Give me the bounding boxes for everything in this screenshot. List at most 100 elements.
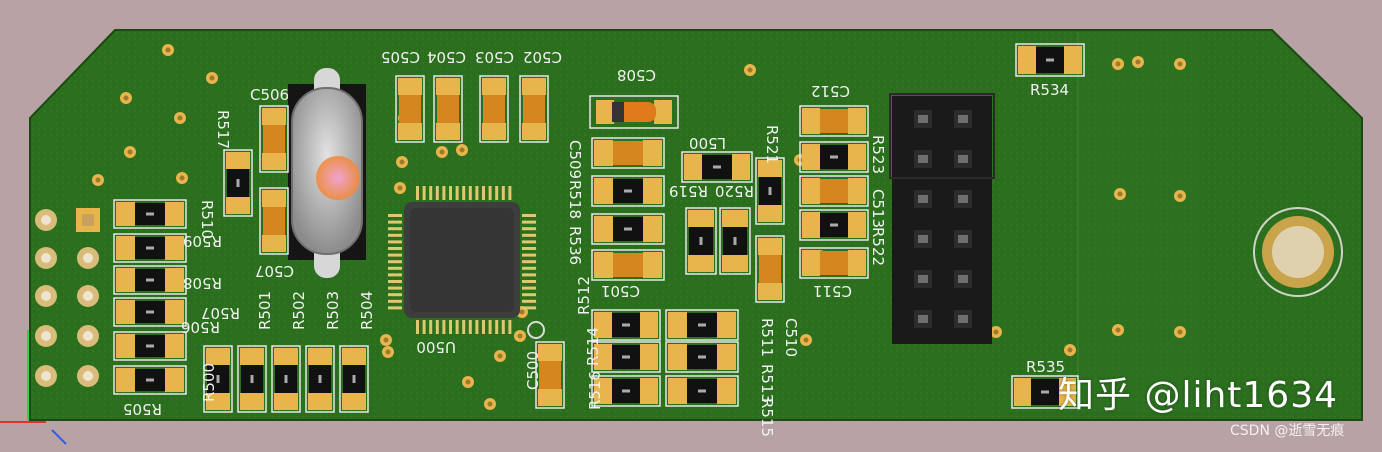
label-r520: R520	[715, 182, 754, 200]
chip-u500	[388, 186, 545, 339]
resistor	[755, 157, 785, 225]
label-r515: R515	[758, 398, 776, 437]
right-component-group	[799, 43, 1085, 409]
label-r503: R503	[324, 291, 342, 330]
label-r516: R516	[586, 371, 604, 410]
resistor-r534	[1015, 43, 1085, 77]
resistor	[339, 345, 369, 413]
label-c513: C513	[869, 189, 887, 228]
resistor	[237, 345, 267, 413]
capacitor	[799, 175, 869, 207]
resistor	[113, 265, 187, 295]
label-c510: C510	[782, 318, 800, 357]
label-r536: R536	[566, 226, 584, 265]
label-r504: R504	[358, 291, 376, 330]
resistor	[665, 309, 739, 341]
resistor	[113, 233, 187, 263]
label-r521: R521	[763, 125, 781, 164]
resistor	[665, 375, 739, 407]
resistor	[591, 213, 665, 245]
label-r506: R506	[181, 318, 220, 336]
bottom-component-group	[535, 309, 739, 409]
resistor	[799, 141, 869, 173]
resistor	[799, 209, 869, 241]
left-pin-header	[35, 208, 100, 387]
resistor	[271, 345, 301, 413]
resistor	[719, 207, 751, 275]
resistor	[113, 297, 187, 327]
resistor	[305, 345, 335, 413]
label-r513: R513	[758, 364, 776, 403]
label-r505: R505	[123, 400, 162, 418]
resistor-column	[113, 199, 187, 395]
watermark-main: 知乎 @liht1634	[1058, 375, 1338, 416]
label-r501: R501	[256, 291, 274, 330]
resistor	[113, 199, 187, 229]
label-r509: R509	[183, 232, 222, 250]
label-c505: C505	[381, 48, 420, 66]
label-c512: C512	[811, 82, 850, 100]
resistor	[665, 341, 739, 373]
label-r535: R535	[1026, 358, 1065, 376]
label-r517: R517	[214, 110, 232, 149]
label-c504: C504	[427, 48, 466, 66]
inductor	[681, 151, 753, 183]
mounting-hole	[1253, 207, 1343, 297]
diode-c508	[589, 95, 679, 129]
label-r512: R512	[575, 276, 593, 315]
capacitor	[535, 341, 565, 409]
capacitor	[799, 105, 869, 137]
label-r510: R510	[198, 200, 216, 239]
resistor	[113, 331, 187, 361]
label-l500: L500	[689, 134, 726, 152]
resistor	[113, 365, 187, 395]
black-pin-header	[889, 93, 995, 344]
label-u500: U500	[416, 338, 456, 356]
capacitor	[479, 75, 509, 143]
capacitor	[259, 187, 289, 255]
resistor-r535	[1011, 375, 1079, 409]
label-c502: C502	[523, 48, 562, 66]
label-c503: C503	[475, 48, 514, 66]
capacitor	[259, 105, 289, 173]
label-r534: R534	[1030, 81, 1069, 99]
label-r500: R500	[200, 363, 218, 402]
resistor	[223, 149, 253, 217]
label-r508: R508	[183, 274, 222, 292]
capacitor	[591, 137, 665, 169]
watermark-sub: CSDN @逝雪无痕	[1230, 423, 1345, 439]
label-c508: C508	[617, 66, 656, 84]
label-r519: R519	[669, 182, 708, 200]
resistor	[591, 341, 661, 373]
label-r507: R507	[201, 304, 240, 322]
capacitor	[799, 247, 869, 279]
label-c509: C509	[566, 140, 584, 179]
label-r502: R502	[290, 291, 308, 330]
label-r511: R511	[758, 318, 776, 357]
resistor	[685, 207, 717, 275]
axis-indicator	[0, 330, 67, 445]
label-c511: C511	[813, 282, 852, 300]
label-c506: C506	[250, 86, 289, 104]
resistor	[591, 309, 661, 341]
label-c507: C507	[255, 262, 294, 280]
capacitor	[519, 75, 549, 143]
middle-component-group	[591, 137, 785, 303]
board-right-zone	[1078, 32, 1200, 412]
capacitor	[433, 75, 463, 143]
label-c501: C501	[601, 282, 640, 300]
capacitor	[591, 249, 665, 281]
cursor-highlight	[316, 156, 360, 200]
resistor	[591, 375, 661, 407]
label-r523: R523	[869, 135, 887, 174]
capacitor	[395, 75, 425, 143]
label-c500: C500	[524, 351, 542, 390]
label-r522: R522	[869, 227, 887, 266]
label-r518: R518	[566, 180, 584, 219]
resistor	[203, 345, 233, 413]
resistor-row	[203, 345, 369, 413]
resistor	[591, 175, 665, 207]
capacitor-top-group	[223, 75, 679, 255]
